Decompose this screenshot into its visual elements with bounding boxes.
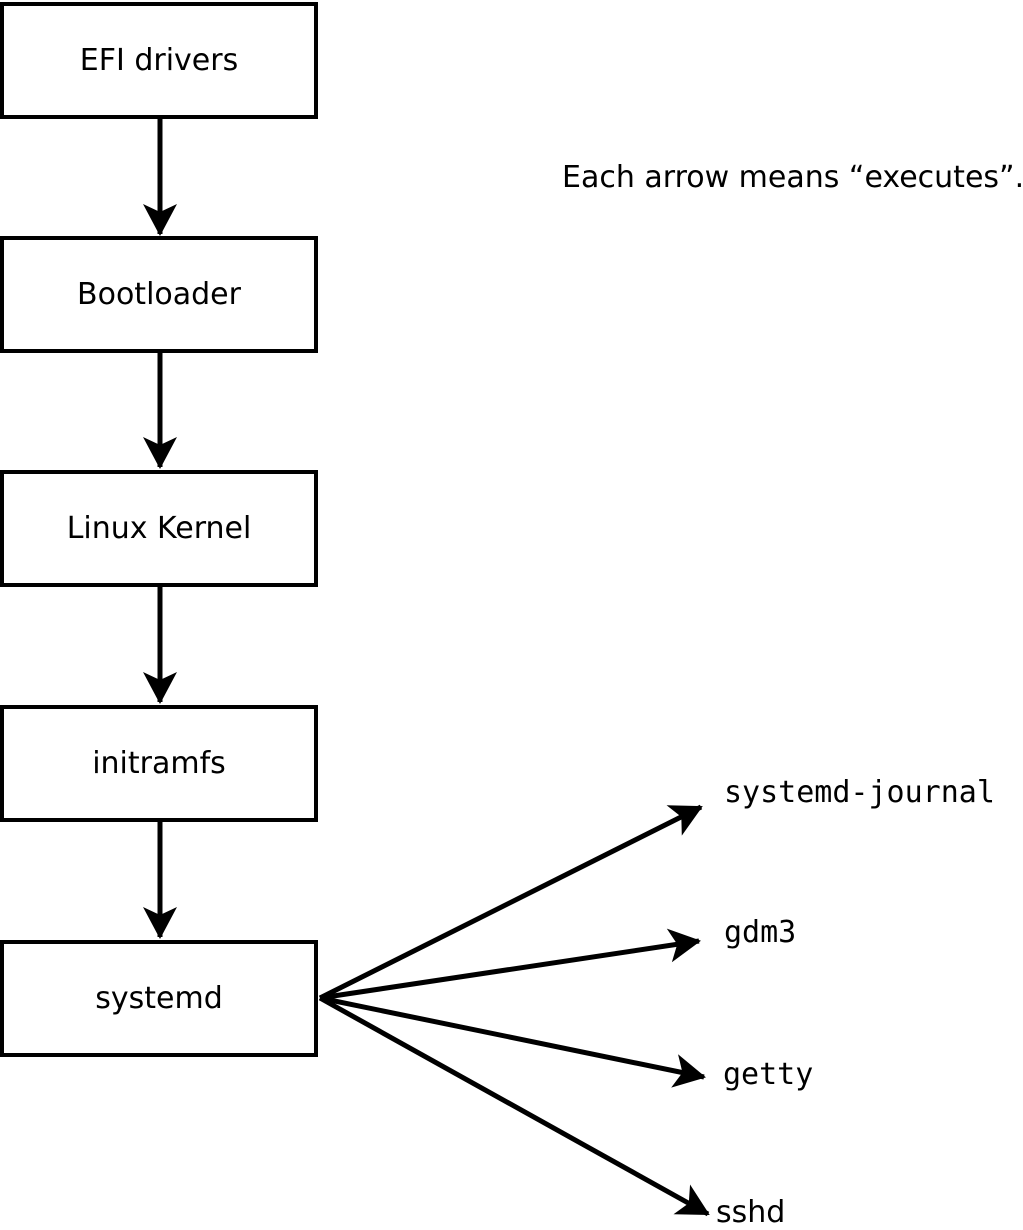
arrow-systemd-to-gdm3 <box>319 928 701 1001</box>
target-label-gdm3: gdm3 <box>724 915 797 950</box>
arrow-systemd-to-sshd <box>318 995 710 1217</box>
arrow-meaning-note: Each arrow means “executes”. <box>562 160 1023 195</box>
node-efi-drivers-label: EFI drivers <box>79 43 239 78</box>
target-label-sshd: sshd <box>716 1195 786 1230</box>
node-efi-drivers: EFI drivers <box>0 2 318 119</box>
node-initramfs-label: initramfs <box>92 746 226 781</box>
node-bootloader: Bootloader <box>0 236 318 353</box>
arrow-systemd-to-journal <box>318 804 703 1001</box>
node-initramfs: initramfs <box>0 705 318 822</box>
target-label-getty: getty <box>723 1057 814 1092</box>
arrow-systemd-to-getty <box>319 995 706 1088</box>
target-label-systemd-journal: systemd-journal <box>724 775 995 810</box>
node-bootloader-label: Bootloader <box>77 277 241 312</box>
node-systemd-label: systemd <box>95 981 223 1016</box>
node-linux-kernel-label: Linux Kernel <box>66 511 252 546</box>
node-linux-kernel: Linux Kernel <box>0 470 318 587</box>
node-systemd: systemd <box>0 940 318 1057</box>
